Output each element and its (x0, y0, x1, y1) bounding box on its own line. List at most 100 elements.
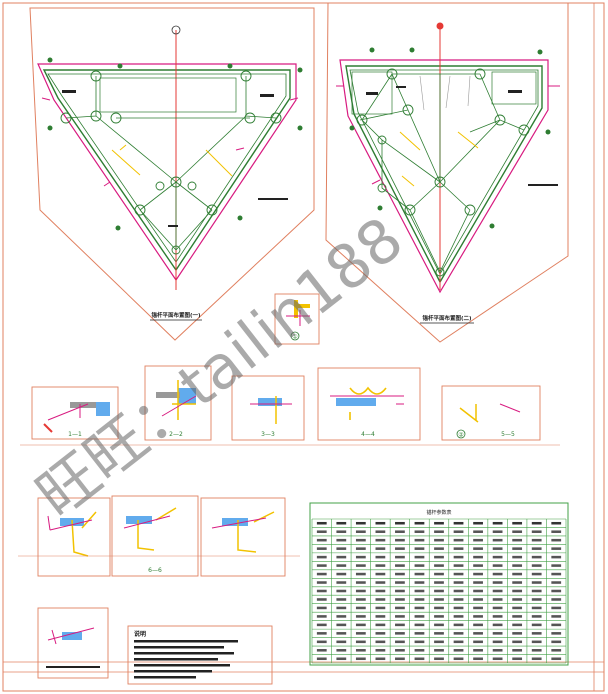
table-cell-mark (336, 649, 347, 652)
table-cell-mark (414, 632, 425, 635)
table-cell-mark (434, 606, 444, 610)
table-cell-mark (473, 547, 483, 550)
section-5-5-yellow (459, 404, 479, 423)
legend-frame (37, 607, 109, 679)
table-cell-mark (551, 623, 562, 627)
section-3-3-frame (231, 375, 305, 441)
table-cell-mark (531, 547, 542, 550)
section-4-4: 4—4 (317, 367, 421, 441)
table-cell-mark (551, 521, 562, 525)
table-cell-mark (434, 632, 444, 635)
table-cell-mark (414, 589, 425, 593)
table-cell-mark (355, 598, 366, 601)
table-cell-mark (531, 538, 542, 542)
notes-heading: 说明 (134, 630, 146, 638)
section-1-1-soil (96, 402, 110, 416)
table-cell-mark (395, 598, 405, 601)
table-cell-mark (375, 521, 386, 525)
table-cell-mark (375, 564, 386, 567)
table-cell-mark (395, 589, 405, 593)
table-cell-mark (434, 547, 444, 550)
table-cell-mark (551, 598, 562, 601)
table-cell-mark (355, 640, 366, 644)
table-cell-mark (492, 538, 503, 542)
table-cell-mark (395, 547, 405, 550)
plan-2-callouts (349, 47, 551, 229)
table-cell-mark (473, 555, 483, 559)
table-cell-mark (355, 589, 366, 593)
table-cell-mark (531, 589, 542, 593)
table-cell-mark (434, 521, 444, 525)
table-cell-mark (551, 530, 562, 533)
plan-1-inner-outline-2 (47, 73, 287, 263)
plan-2-outer-outline (339, 59, 549, 294)
table-cell-mark (375, 623, 386, 627)
section-row2-c-anchor (211, 517, 267, 529)
detail-2-callout-label: ② (458, 432, 464, 439)
section-2-2: 2—2 (144, 365, 212, 441)
table-cell-mark (492, 632, 503, 635)
table-cell-mark (531, 521, 542, 525)
table-cell-mark (395, 581, 405, 584)
section-1-1-red (43, 423, 53, 433)
table-cell-mark (492, 657, 503, 661)
table-cell-mark (512, 521, 523, 525)
plan-1-title: 锚杆平面布置图(一) (151, 311, 201, 319)
table-cell-mark (336, 589, 347, 593)
table-cell-mark (336, 657, 347, 661)
section-5-5-label: 5—5 (501, 431, 515, 438)
table-cell-mark (551, 632, 562, 635)
table-cell-mark (336, 623, 347, 627)
table-cell-mark (375, 538, 386, 542)
table-cell-mark (395, 640, 405, 644)
table-cell-mark (512, 649, 523, 652)
table-cell-mark (531, 657, 542, 661)
notes-frame (127, 625, 273, 685)
plan-1-outer-outline (37, 63, 297, 282)
plan-2-grey-hatch (419, 75, 471, 111)
table-cell-mark (492, 598, 503, 601)
plan-1-leaders (41, 97, 299, 187)
table-cell-mark (414, 657, 425, 661)
table-cell-mark (434, 589, 444, 593)
table-cell-mark (453, 555, 464, 559)
table-cell-mark (453, 615, 464, 618)
section-5-5: ② 5—5 (441, 385, 541, 441)
table-cell-mark (453, 640, 464, 644)
plan-1-inner-outline (42, 69, 291, 272)
section-4-4-yellow (349, 386, 387, 420)
table-cell-mark (531, 564, 542, 567)
section-4-4-label: 4—4 (361, 431, 375, 438)
table-cell-mark (316, 589, 327, 593)
table-cell-mark (473, 623, 483, 627)
plan-1: 锚杆平面布置图(一) (29, 7, 315, 341)
section-row2-a-anchor (47, 515, 93, 531)
table-cell-mark (316, 581, 327, 584)
table-cell-mark (355, 632, 366, 635)
table-cell-mark (531, 640, 542, 644)
table-cell-mark (531, 606, 542, 610)
section-6-6-anchor (123, 515, 171, 529)
table-cell-mark (355, 581, 366, 584)
section-row2-a (37, 497, 111, 577)
table-cell-mark (531, 632, 542, 635)
detail-1-frame (274, 293, 320, 345)
table-cell-mark (375, 640, 386, 644)
table-cell-mark (492, 589, 503, 593)
table-cell-mark (453, 606, 464, 610)
plan-2-inner-outline (345, 65, 543, 284)
table-cell-mark (336, 640, 347, 644)
table-cell-mark (512, 547, 523, 550)
section-3-3-label: 3—3 (261, 431, 275, 438)
table-cell-mark (395, 632, 405, 635)
section-2-2-frame (144, 365, 212, 441)
table-cell-mark (453, 632, 464, 635)
table-cell-mark (453, 623, 464, 627)
table-cell-mark (414, 581, 425, 584)
table-cell-mark (551, 649, 562, 652)
table-cell-mark (414, 572, 425, 576)
table-cell-mark (316, 623, 327, 627)
table-cell-mark (531, 581, 542, 584)
plan-1-north-marker (171, 25, 181, 35)
table-cell-mark (336, 598, 347, 601)
